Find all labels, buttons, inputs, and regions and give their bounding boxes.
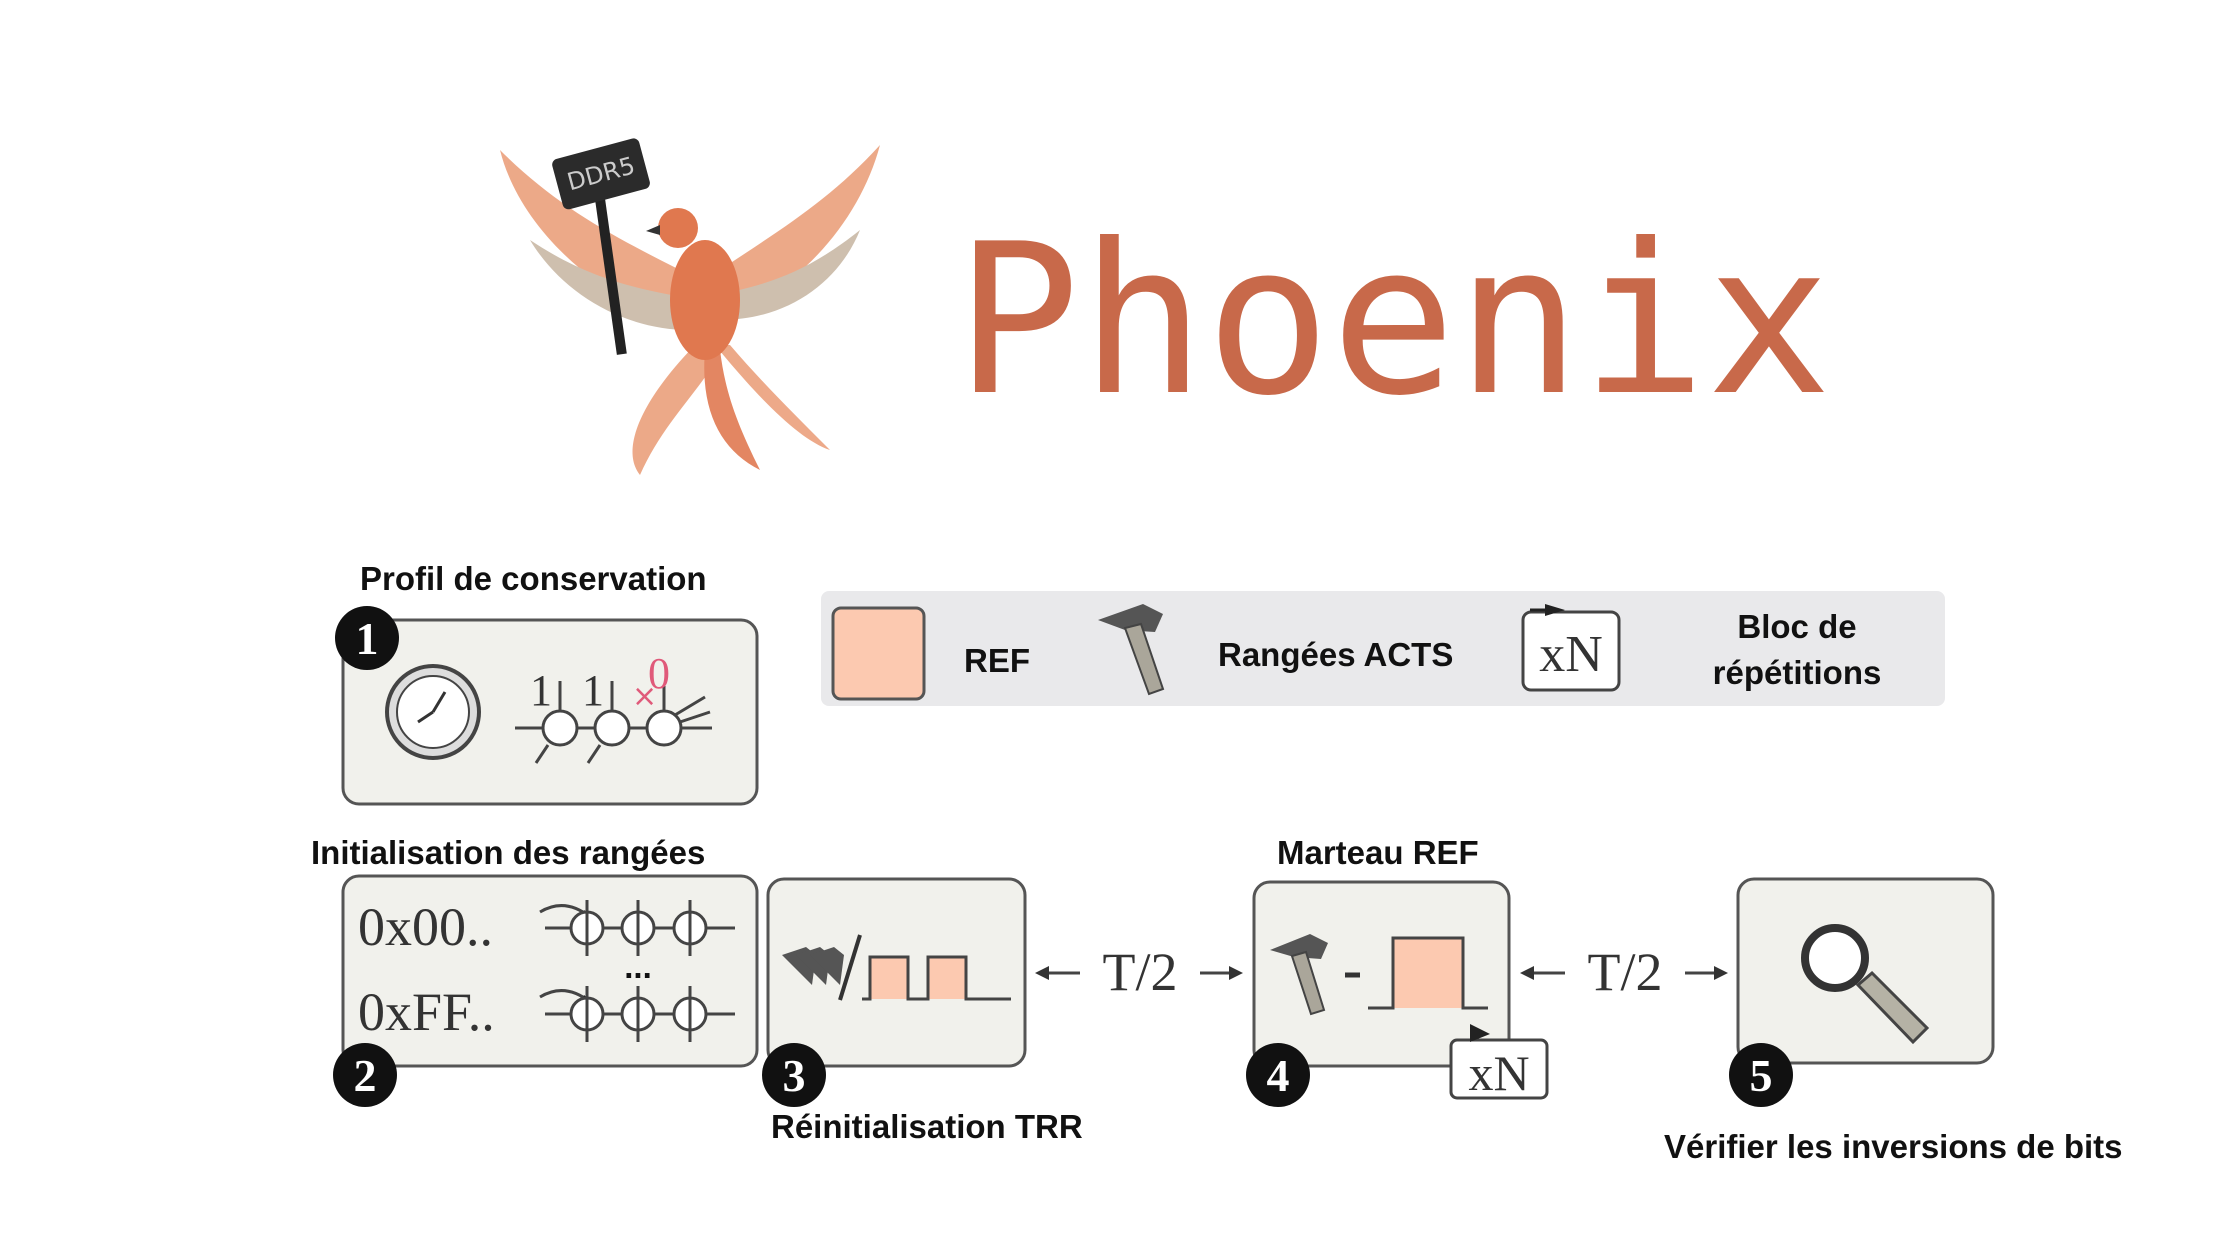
svg-text:1: 1 — [530, 666, 552, 715]
svg-text:0: 0 — [648, 649, 670, 698]
hammer-icon — [1270, 934, 1328, 1016]
pattern-ff: 0xFF.. — [358, 982, 495, 1042]
step-2-label: Initialisation des rangées — [311, 834, 705, 871]
step-1-label: Profil de conservation — [360, 560, 707, 597]
legend-acts-label: Rangées ACTS — [1218, 636, 1453, 673]
step-4-label: Marteau REF — [1277, 834, 1479, 871]
svg-text:1: 1 — [582, 666, 604, 715]
legend-repeat-label-1: Bloc de — [1737, 608, 1856, 645]
svg-text:xN: xN — [1539, 626, 1603, 683]
step-1-retention-profile: Profil de conservation 1 1 0 × 1 — [335, 560, 759, 806]
repeat-text: xN — [1468, 1045, 1529, 1101]
interval-t2-2: T/2 — [1520, 942, 1728, 1002]
rows-ellipsis: ... — [624, 948, 652, 985]
step-3-label: Réinitialisation TRR — [771, 1108, 1083, 1145]
repeat-block-icon: xN — [1521, 604, 1621, 692]
step-5-label: Vérifier les inversions de bits — [1664, 1128, 2123, 1165]
svg-text:T/2: T/2 — [1103, 942, 1178, 1002]
clock-icon — [385, 664, 481, 760]
pattern-00: 0x00.. — [358, 897, 493, 957]
step-3-number: 3 — [783, 1050, 806, 1101]
interval-t2-1: T/2 — [1035, 942, 1243, 1002]
legend-repeat-label-2: répétitions — [1713, 654, 1882, 691]
ref-swatch — [831, 606, 926, 701]
phoenix-bird-logo: DDR5 — [500, 138, 880, 475]
logo-title: Phoenix — [955, 200, 1832, 442]
step-5-number: 5 — [1750, 1050, 1773, 1101]
step-3-trr-reset: Réinitialisation TRR 3 — [762, 877, 1083, 1145]
step-4-number: 4 — [1267, 1050, 1290, 1101]
hammer-icon — [1098, 604, 1165, 696]
svg-text:×: × — [632, 679, 657, 714]
legend-panel: REF Rangées ACTS xN Bloc de répétitions — [821, 591, 1945, 706]
magnifier-icon — [1801, 924, 1930, 1045]
step-1-number: 1 — [356, 613, 379, 664]
step-2-number: 2 — [354, 1050, 377, 1101]
multi-hammer-icon — [782, 934, 862, 1001]
step-5-verify-bitflips: 5 Vérifier les inversions de bits — [1664, 877, 2123, 1165]
step-2-row-init: Initialisation des rangées 0x00.. 0xFF..… — [311, 834, 759, 1107]
repeat-block-icon: xN — [1449, 1024, 1549, 1101]
step-4-ref-hammer: Marteau REF xN 4 — [1246, 834, 1549, 1107]
svg-text:T/2: T/2 — [1588, 942, 1663, 1002]
legend-ref-label: REF — [964, 642, 1030, 679]
